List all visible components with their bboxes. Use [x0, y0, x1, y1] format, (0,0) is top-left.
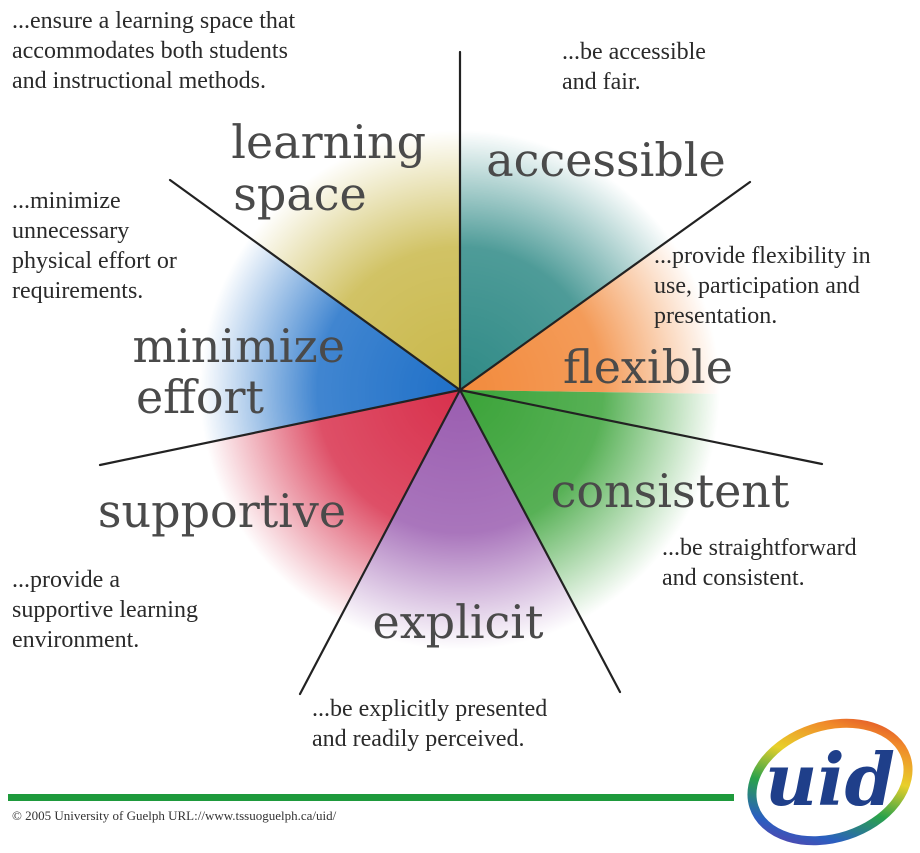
desc-flexible: ...provide flexibility in use, participa…	[654, 243, 871, 329]
spoke	[458, 180, 752, 392]
title-supportive: supportive	[98, 484, 346, 538]
spoke	[458, 388, 622, 694]
title-minimize-effort: minimize effort	[132, 319, 359, 424]
desc-accessible: ...be accessible and fair.	[562, 39, 706, 95]
title-flexible: flexible	[563, 340, 733, 394]
copyright-text: © 2005 University of Guelph URL://www.ts…	[12, 808, 337, 823]
desc-consistent: ...be straightforward and consistent.	[662, 535, 857, 591]
wedge-minimize-effort	[100, 180, 460, 465]
wedge-accessible	[460, 52, 750, 390]
logo-text: uid	[765, 737, 895, 822]
title-learning-space: learning space	[231, 115, 440, 221]
spoke	[168, 178, 462, 392]
spoke	[298, 388, 462, 696]
wedge-supportive	[100, 390, 460, 690]
spoke	[98, 388, 462, 467]
desc-supportive: ...provide a supportive learning environ…	[12, 567, 198, 653]
title-consistent: consistent	[551, 464, 790, 518]
footer-bar	[8, 794, 734, 801]
wedge-explicit	[300, 390, 620, 690]
spoke	[458, 388, 824, 466]
wedge-flexible	[460, 182, 790, 395]
wedge-consistent	[460, 390, 790, 690]
uid-logo: uid	[747, 718, 913, 846]
wedge-learning-space	[170, 52, 460, 390]
logo-ring	[747, 718, 913, 846]
desc-learning-space: ...ensure a learning space that accommod…	[12, 8, 296, 94]
desc-minimize-effort: ...minimize unnecessary physical effort …	[12, 188, 177, 304]
title-explicit: explicit	[373, 595, 545, 649]
title-accessible: accessible	[486, 133, 725, 187]
desc-explicit: ...be explicitly presented and readily p…	[312, 696, 548, 752]
